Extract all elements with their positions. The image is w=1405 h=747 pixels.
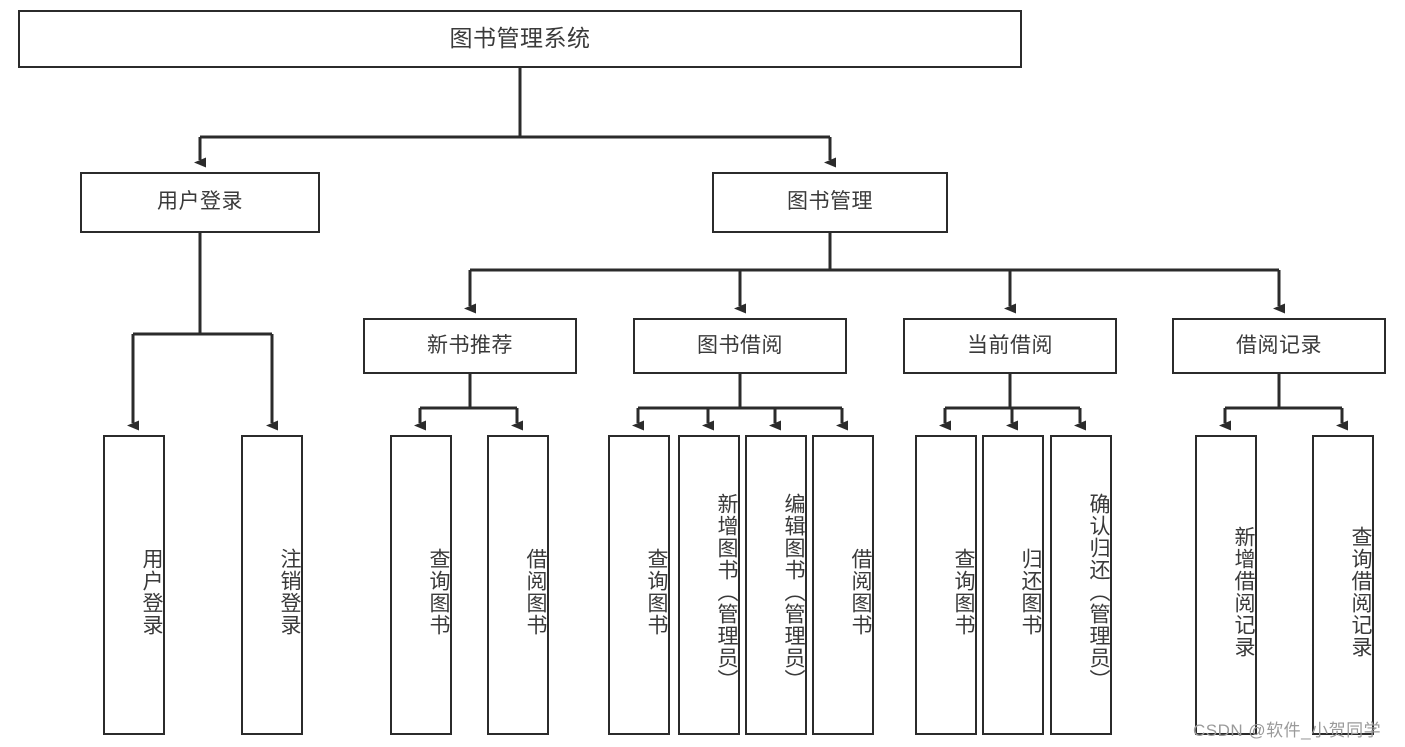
node-label: 查询借阅记录 xyxy=(1349,526,1372,658)
watermark-text: CSDN @软件_小贺同学 xyxy=(1193,721,1382,740)
leaf-query-book-newbook[interactable]: 查询图书 xyxy=(390,435,452,735)
node-label: 归还图书 xyxy=(1019,548,1042,636)
node-label: 编辑图书（管理员） xyxy=(782,493,805,691)
leaf-logout-login[interactable]: 注销登录 xyxy=(241,435,303,735)
node-label: 注销登录 xyxy=(278,548,301,636)
leaf-borrow-book[interactable]: 借阅图书 xyxy=(812,435,874,735)
node-label: 图书管理系统 xyxy=(449,25,591,52)
leaf-return-book[interactable]: 归还图书 xyxy=(982,435,1044,735)
leaf-query-book-current[interactable]: 查询图书 xyxy=(915,435,977,735)
node-borrow-record[interactable]: 借阅记录 xyxy=(1172,318,1386,374)
leaf-user-login[interactable]: 用户登录 xyxy=(103,435,165,735)
node-new-book-recommend[interactable]: 新书推荐 xyxy=(363,318,577,374)
node-label: 图书管理 xyxy=(787,190,873,214)
leaf-query-book-borrow[interactable]: 查询图书 xyxy=(608,435,670,735)
node-label: 当前借阅 xyxy=(967,333,1053,357)
node-label: 图书借阅 xyxy=(697,333,783,357)
leaf-borrow-book-newbook[interactable]: 借阅图书 xyxy=(487,435,549,735)
node-label: 新增借阅记录 xyxy=(1232,526,1255,658)
node-label: 新增图书（管理员） xyxy=(715,493,738,691)
node-label: 借阅图书 xyxy=(524,548,547,636)
node-label: 查询图书 xyxy=(645,548,668,636)
node-label: 用户登录 xyxy=(140,548,163,636)
leaf-edit-book-admin[interactable]: 编辑图书（管理员） xyxy=(745,435,807,735)
node-book-borrow[interactable]: 图书借阅 xyxy=(633,318,847,374)
leaf-query-borrow-record[interactable]: 查询借阅记录 xyxy=(1312,435,1374,735)
node-current-borrow[interactable]: 当前借阅 xyxy=(903,318,1117,374)
leaf-add-book-admin[interactable]: 新增图书（管理员） xyxy=(678,435,740,735)
node-root-system[interactable]: 图书管理系统 xyxy=(18,10,1022,68)
leaf-add-borrow-record[interactable]: 新增借阅记录 xyxy=(1195,435,1257,735)
node-label: 新书推荐 xyxy=(427,333,513,357)
node-label: 查询图书 xyxy=(952,548,975,636)
node-label: 确认归还（管理员） xyxy=(1087,493,1110,691)
node-label: 查询图书 xyxy=(427,548,450,636)
node-label: 借阅记录 xyxy=(1236,333,1322,357)
node-book-management[interactable]: 图书管理 xyxy=(712,172,948,233)
node-label: 借阅图书 xyxy=(849,548,872,636)
node-label: 用户登录 xyxy=(157,190,243,214)
node-user-login[interactable]: 用户登录 xyxy=(80,172,320,233)
leaf-confirm-return-admin[interactable]: 确认归还（管理员） xyxy=(1050,435,1112,735)
